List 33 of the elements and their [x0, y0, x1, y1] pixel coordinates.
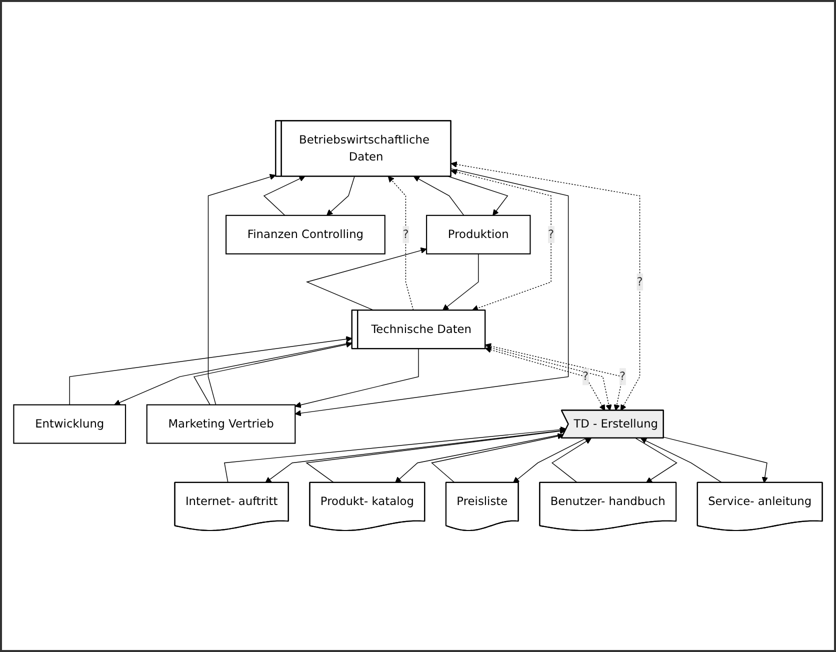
arrow	[294, 348, 419, 408]
edge-label: ?	[582, 370, 589, 384]
arrow	[294, 168, 569, 417]
arrow	[450, 162, 640, 412]
arrow	[263, 176, 306, 216]
arrow	[395, 434, 564, 484]
arrow	[208, 174, 276, 406]
arrow	[450, 169, 552, 312]
arrow	[388, 176, 414, 311]
arrow	[224, 426, 567, 484]
arrow	[114, 342, 352, 406]
arrow	[552, 438, 592, 484]
edge-label: ?	[636, 275, 643, 289]
node-box: Finanzen Controlling	[226, 215, 386, 255]
arrow	[512, 438, 586, 484]
node-box: Entwicklung	[13, 404, 126, 444]
arrow	[442, 254, 479, 311]
edge-label: ?	[402, 228, 409, 242]
arrow	[431, 434, 564, 484]
arrow	[306, 428, 566, 484]
edge-label: ?	[548, 228, 554, 242]
node-box: Produktion	[426, 215, 531, 255]
arrow	[193, 342, 352, 406]
edge-label: ?	[619, 370, 626, 384]
arrow	[306, 248, 427, 311]
arrow	[326, 176, 355, 216]
node-box: Marketing Vertrieb	[146, 404, 296, 444]
arrow	[640, 438, 723, 484]
arrow	[69, 336, 352, 406]
arrow	[448, 176, 508, 216]
arrow	[635, 438, 678, 484]
arrow	[413, 176, 464, 216]
arrow	[663, 437, 768, 484]
